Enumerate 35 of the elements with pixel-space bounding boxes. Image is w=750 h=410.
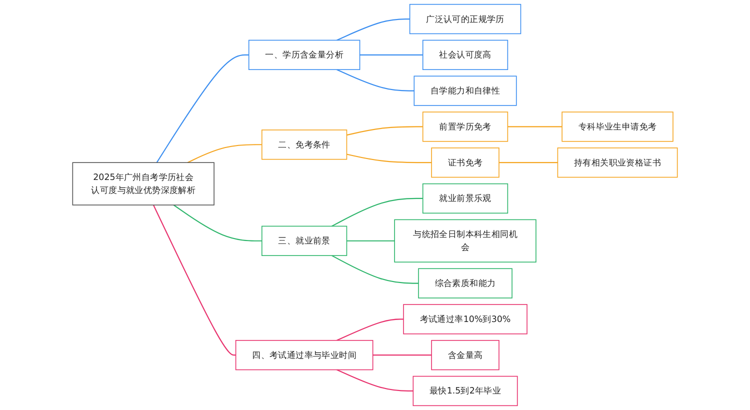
node-box: 三、就业前景: [261, 226, 348, 256]
node-box: 与统招全日制本科生相同机会: [394, 219, 536, 262]
connector: [152, 204, 236, 356]
connector: [346, 126, 423, 136]
connector: [508, 126, 562, 128]
connector: [187, 144, 262, 164]
connector: [336, 18, 410, 41]
connector: [346, 240, 395, 242]
connector: [173, 204, 262, 242]
connector: [498, 162, 558, 164]
connector: [156, 54, 249, 163]
connector: [372, 354, 432, 356]
connector: [336, 69, 414, 92]
node-box: 四、考试通过率与毕业时间: [235, 340, 374, 370]
connector: [336, 318, 404, 341]
node-box: 考试通过率10%到30%: [403, 304, 528, 334]
node-box: 持有相关职业资格证书: [557, 148, 678, 178]
connector: [360, 54, 423, 56]
connector: [332, 255, 418, 284]
node-box: 广泛认可的正规学历: [409, 4, 522, 34]
node-box: 自学能力和自律性: [414, 76, 517, 106]
node-box: 综合素质和能力: [418, 268, 512, 298]
node-box: 一、学历含金量分析: [248, 40, 360, 70]
node-box: 专科毕业生申请免考: [562, 112, 674, 142]
node-box: 二、免考条件: [261, 130, 348, 160]
node-box: 含金量高: [431, 340, 500, 370]
node-box: 就业前景乐观: [422, 183, 508, 214]
connector: [346, 154, 432, 164]
node-box: 社会认可度高: [422, 40, 508, 70]
node-box: 前置学历免考: [422, 112, 508, 142]
node-box: 2025年广州自考学历社会认可度与就业优势深度解析: [72, 162, 214, 206]
connector: [332, 198, 423, 227]
node-box: 证书免考: [431, 148, 500, 178]
node-box: 最快1.5到2年毕业: [412, 376, 518, 406]
connector: [336, 369, 414, 392]
